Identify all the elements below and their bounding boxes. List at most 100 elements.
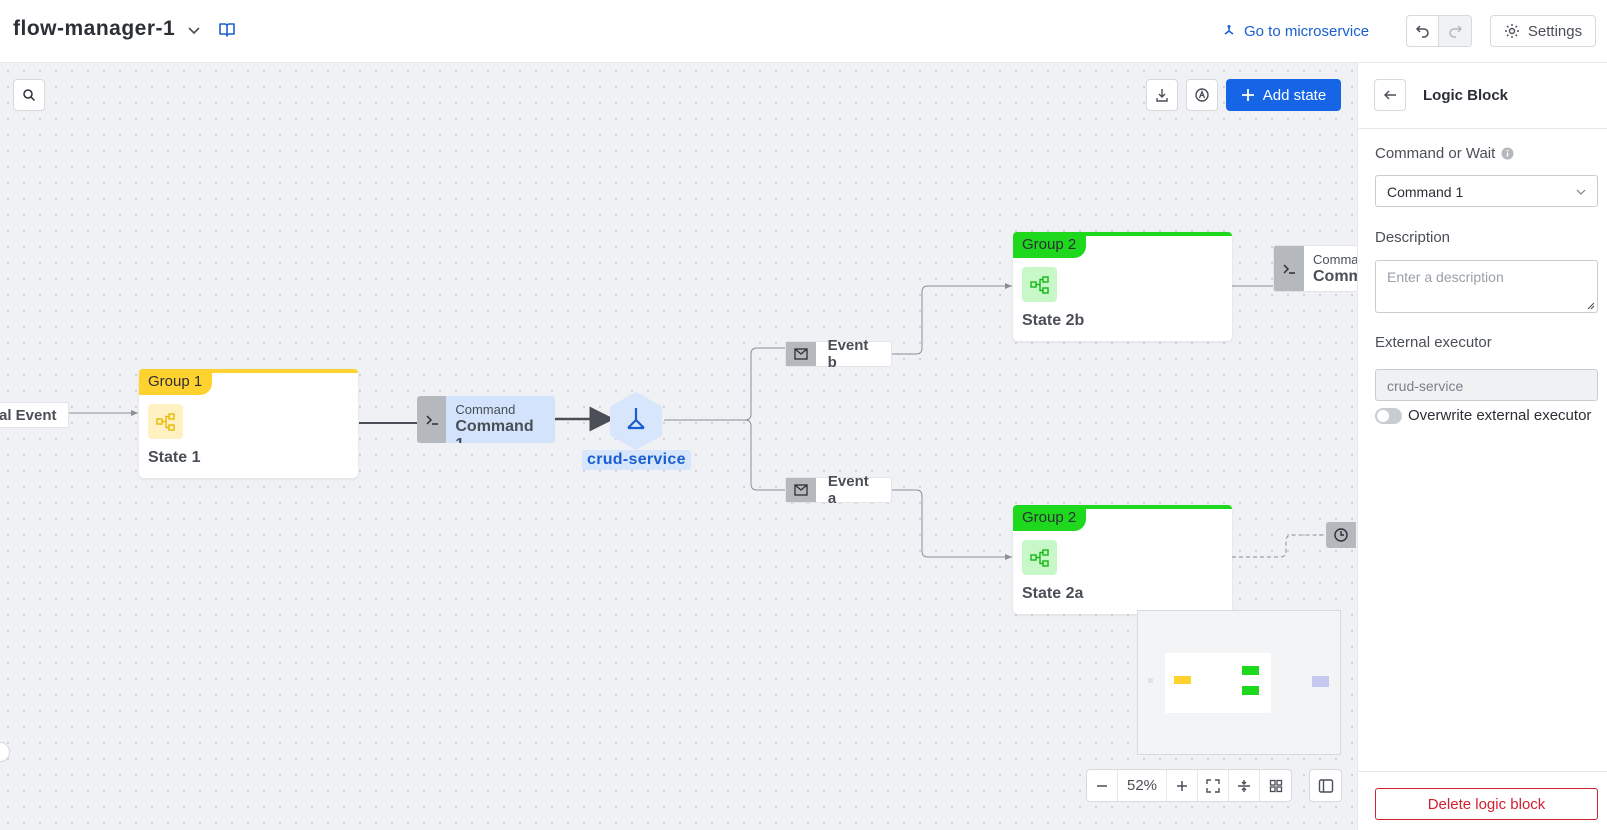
command-select[interactable]: Command 1 (1375, 175, 1598, 207)
state-icon (148, 404, 183, 439)
microservice-icon (627, 408, 645, 430)
fit-view-button[interactable] (1198, 770, 1229, 801)
history-controls (1406, 15, 1472, 47)
panel-title: Logic Block (1423, 87, 1509, 104)
redo-button[interactable] (1439, 15, 1472, 47)
panel-header: Logic Block (1358, 63, 1607, 129)
plus-icon (1241, 89, 1254, 101)
command-type-label: Command (455, 402, 516, 417)
group-badge: Group 1 (139, 369, 213, 395)
envelope-icon (786, 342, 816, 366)
microservice-icon (1224, 25, 1234, 35)
settings-label: Settings (1527, 22, 1583, 40)
chevron-down-icon (1576, 189, 1586, 195)
command-name: Command 1 (455, 418, 534, 443)
panel-footer: Delete logic block (1358, 771, 1607, 830)
external-executor-label: External executor (1375, 334, 1492, 351)
add-state-button[interactable]: Add state (1226, 79, 1341, 111)
terminal-icon (417, 396, 447, 443)
minimap[interactable] (1137, 610, 1341, 755)
fit-view-icon (1206, 778, 1220, 793)
edge-service-branch (664, 347, 785, 421)
external-executor-field: crud-service (1375, 369, 1598, 401)
flow-title[interactable]: flow-manager-1 (13, 17, 176, 40)
edge-event-a-to-state2a (892, 489, 1012, 560)
auto-layout-icon (1195, 88, 1209, 102)
toggle-panel-button[interactable] (1309, 769, 1342, 802)
external-event-node[interactable]: al Event (0, 402, 69, 428)
minus-icon (1097, 784, 1107, 787)
group-color-bar (1013, 232, 1232, 236)
back-button[interactable] (1374, 79, 1406, 111)
go-to-microservice-label: Go to microservice (1244, 22, 1370, 40)
sidebar-icon (1318, 778, 1333, 793)
command-name: Comm (1313, 268, 1357, 285)
undo-icon (1415, 25, 1429, 38)
zoom-out-button[interactable] (1087, 770, 1118, 801)
command-or-wait-text: Command or Wait (1375, 145, 1496, 162)
group-color-bar (139, 369, 358, 373)
state-node-state-1[interactable]: Group 1 State 1 (139, 369, 358, 478)
clock-icon (1334, 528, 1348, 542)
terminal-icon (1274, 246, 1304, 291)
info-icon[interactable] (1501, 147, 1514, 160)
description-field[interactable]: Enter a description (1375, 260, 1598, 313)
download-button[interactable] (1146, 79, 1178, 111)
zoom-level: 52% (1118, 770, 1167, 801)
center-button[interactable] (1229, 770, 1260, 801)
microservice-node[interactable] (608, 391, 664, 451)
overwrite-executor-label: Overwrite external executor (1408, 407, 1592, 424)
grid-button[interactable] (1260, 770, 1291, 801)
external-event-label: al Event (0, 406, 57, 424)
state-icon (1022, 540, 1057, 575)
add-state-label: Add state (1262, 86, 1327, 104)
minimap-node-state-2a (1242, 686, 1259, 695)
edge-service-branch-a (744, 419, 785, 491)
command-select-value: Command 1 (1387, 184, 1464, 200)
state-node-state-2a[interactable]: Group 2 State 2a (1013, 505, 1232, 614)
state-icon (1022, 267, 1057, 302)
settings-button[interactable]: Settings (1490, 15, 1596, 47)
command-node-partial[interactable]: Comma Comm (1273, 245, 1357, 292)
event-node-event-b[interactable]: Event b (785, 337, 892, 371)
event-node-event-a[interactable]: Event a (785, 473, 892, 507)
resize-grip-icon[interactable] (1585, 300, 1595, 310)
group-badge: Group 2 (1013, 232, 1087, 258)
go-to-microservice-link[interactable]: Go to microservice (1222, 20, 1369, 42)
service-label[interactable]: crud-service (582, 450, 691, 470)
command-type-label: Comma (1313, 252, 1357, 267)
plus-icon (1177, 780, 1187, 791)
wait-node[interactable] (1326, 522, 1356, 548)
flow-canvas[interactable]: Add state al Event Group 1 State 1 Comma… (0, 63, 1357, 830)
command-node-command-1[interactable]: Command Command 1 (417, 396, 555, 443)
book-icon[interactable] (218, 21, 236, 39)
overwrite-executor-toggle[interactable] (1375, 407, 1402, 424)
state-node-state-2b[interactable]: Group 2 State 2b (1013, 232, 1232, 341)
top-bar: flow-manager-1 Go to microservice Settin… (0, 0, 1607, 63)
redo-icon (1449, 25, 1463, 38)
delete-logic-block-button[interactable]: Delete logic block (1375, 788, 1598, 820)
state-name: State 2b (1022, 312, 1085, 329)
undo-button[interactable] (1406, 15, 1439, 47)
logic-block-panel: Logic Block Command or Wait Command 1 De… (1357, 63, 1607, 830)
chevron-down-icon[interactable] (186, 22, 202, 38)
group-badge: Group 2 (1013, 505, 1087, 531)
minimap-node-external (1148, 678, 1153, 683)
minimap-node-state-1 (1174, 676, 1191, 684)
description-placeholder: Enter a description (1387, 269, 1504, 285)
gear-icon (1504, 24, 1519, 38)
event-label: Event a (827, 473, 869, 507)
minimap-node-state-2b (1242, 666, 1259, 675)
zoom-in-button[interactable] (1167, 770, 1198, 801)
search-icon (23, 89, 36, 102)
overwrite-executor-row: Overwrite external executor (1375, 407, 1591, 424)
auto-layout-button[interactable] (1186, 79, 1218, 111)
edge-state2a-to-timer (1232, 534, 1326, 558)
description-label: Description (1375, 229, 1451, 246)
edges-layer (69, 283, 1326, 560)
state-name: State 2a (1022, 585, 1084, 602)
envelope-icon (786, 478, 816, 502)
group-color-bar (1013, 505, 1232, 509)
canvas-search-button[interactable] (13, 79, 45, 111)
command-or-wait-label: Command or Wait (1375, 145, 1514, 162)
